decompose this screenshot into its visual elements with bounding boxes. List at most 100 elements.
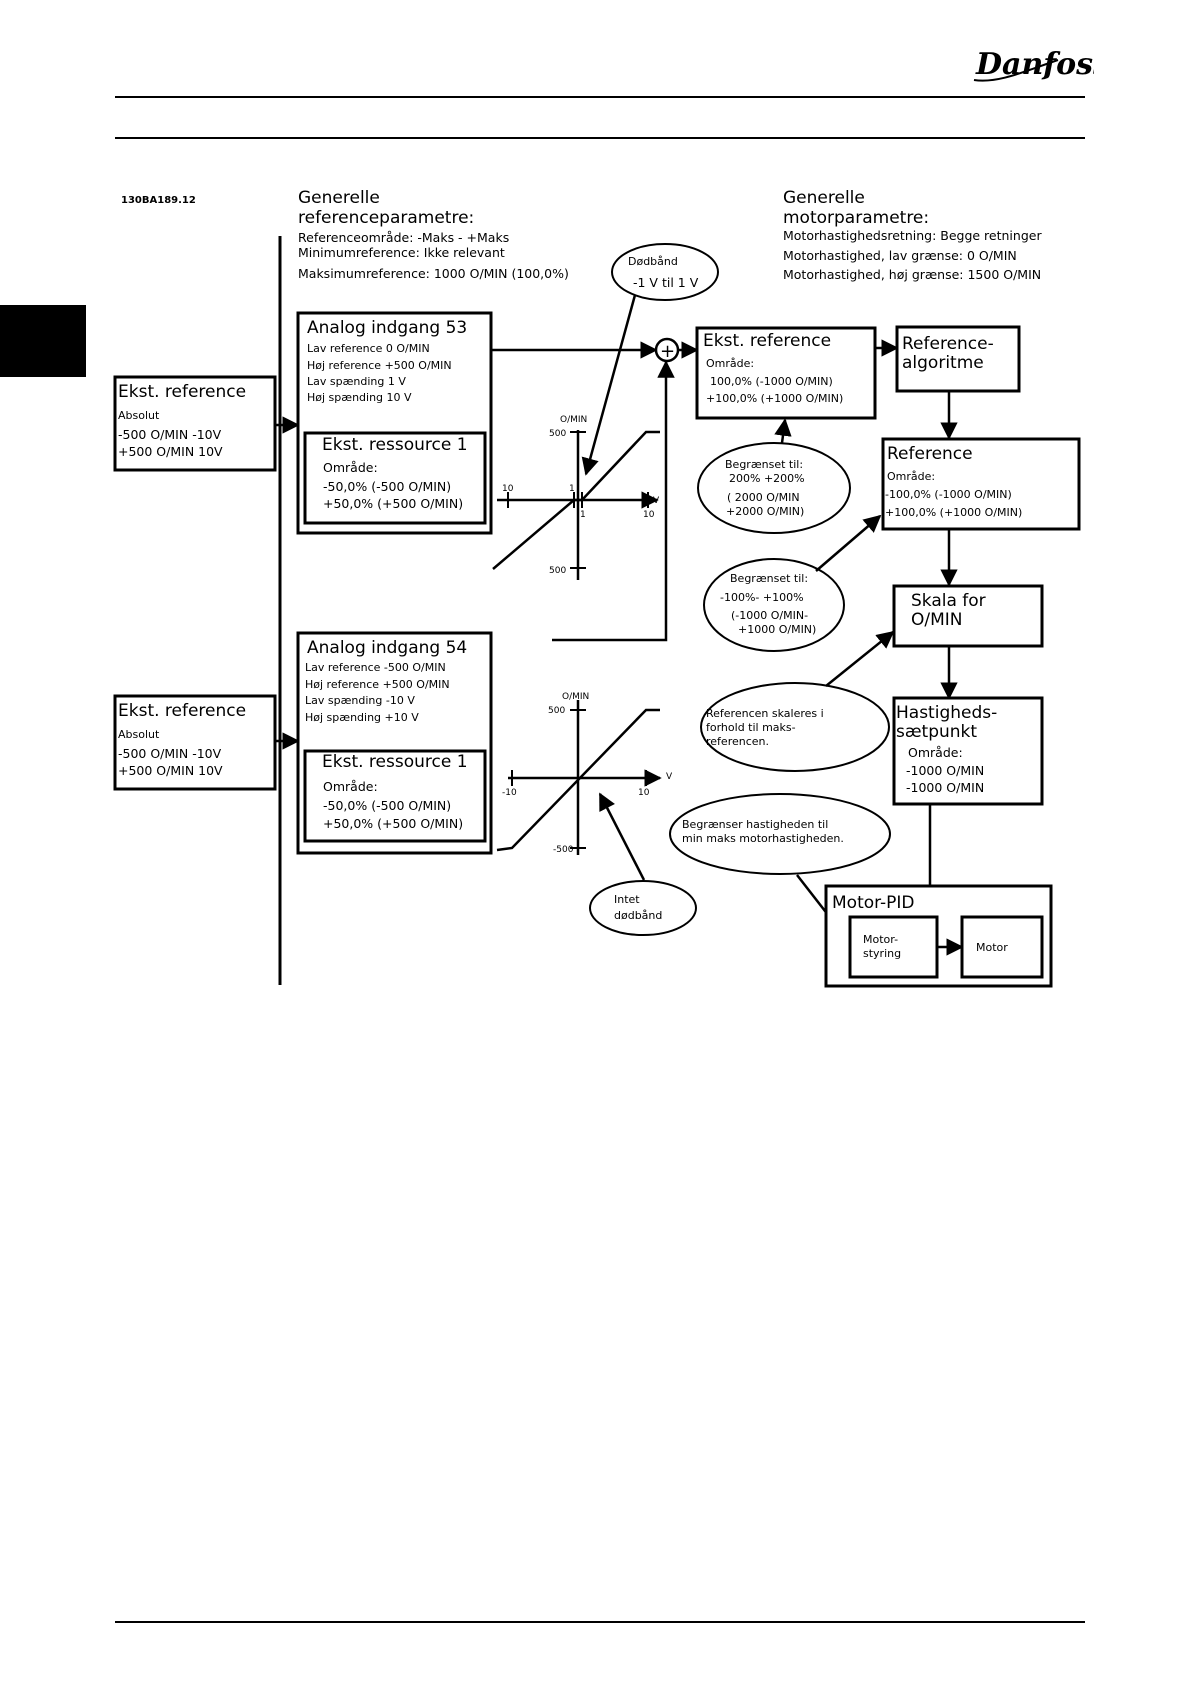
scaled-bubble: Referencen skaleres i forhold til maks- … — [700, 682, 890, 772]
limit-bubble-1: Begrænset til: 200% +200% ( 2000 O/MIN +… — [697, 442, 851, 534]
ai53-line-3: Lav spænding 1 V — [307, 375, 406, 388]
limit-speed-line-2: min maks motorhastigheden. — [682, 832, 844, 845]
analog-input-53-box: Analog indgang 53 Lav reference 0 O/MIN … — [296, 311, 493, 535]
chapter-tab-marker — [0, 305, 86, 377]
no-deadband-line-1: Intet — [614, 893, 640, 906]
general-ref-line-2: Minimumreference: Ikke relevant — [298, 245, 505, 260]
ref-algo-line-1: Reference- — [902, 334, 994, 354]
scaled-line-3: referencen. — [706, 735, 769, 748]
ext-ref-1-line-1: -500 O/MIN -10V — [118, 427, 222, 442]
ext-reference-left-1: Ekst. reference Absolut -500 O/MIN -10V … — [113, 375, 277, 472]
motor-control-line-1: Motor- — [863, 933, 898, 946]
ai53-resource-line-3: +50,0% (+500 O/MIN) — [323, 496, 463, 511]
summing-symbol: + — [660, 341, 675, 362]
graph1-one-b: 1 — [580, 510, 586, 520]
ai54-line-2: Høj reference +500 O/MIN — [305, 678, 450, 691]
graph1-y-top: 500 — [549, 429, 566, 439]
ext-reference-left-2: Ekst. reference Absolut -500 O/MIN -10V … — [113, 694, 277, 791]
graph1-y-bottom: 500 — [549, 566, 566, 576]
ai53-resource-title: Ekst. ressource 1 — [322, 435, 468, 455]
ext-ref-box-line-2: 100,0% (-1000 O/MIN) — [710, 375, 833, 388]
deadband-bubble: Dødbånd -1 V til 1 V — [611, 243, 719, 301]
limit-2-line-4: +1000 O/MIN) — [738, 623, 816, 636]
reference-box: Reference Område: -100,0% (-1000 O/MIN) … — [881, 437, 1081, 531]
no-deadband-bubble: Intet dødbånd — [589, 880, 697, 936]
motor-control-box — [848, 915, 939, 979]
figure-code: 130BA189.12 — [121, 195, 196, 206]
danfoss-logo: Danfoss — [973, 47, 1094, 82]
general-reference-params: Generelle referenceparametre: Referenceo… — [298, 188, 569, 281]
ext-ref-2-line-2: +500 O/MIN 10V — [118, 763, 223, 778]
motor-pid-title: Motor-PID — [832, 893, 915, 913]
ai54-line-4: Høj spænding +10 V — [305, 711, 419, 724]
reference-algorithm-box: Reference- algoritme — [895, 325, 1021, 393]
reference-line-1: Område: — [887, 470, 935, 483]
limit-speed-line-1: Begrænser hastigheden til — [682, 818, 828, 831]
speed-line-5: -1000 O/MIN — [906, 780, 984, 795]
deadband-title: Dødbånd — [628, 255, 678, 268]
graph1-one-a: 1 — [569, 484, 575, 494]
motor-box — [960, 915, 1044, 979]
graph2-y-label: O/MIN — [562, 692, 589, 702]
motor-label: Motor — [976, 941, 1008, 954]
general-motor-line-3: Motorhastighed, høj grænse: 1500 O/MIN — [783, 267, 1041, 282]
scaled-line-1: Referencen skaleres i — [706, 707, 824, 720]
header-rule-bottom — [115, 137, 1085, 139]
ext-ref-box-title: Ekst. reference — [703, 331, 831, 351]
scaled-pointer — [825, 630, 895, 687]
ai53-resource-line-1: Område: — [323, 460, 378, 475]
ai53-line-1: Lav reference 0 O/MIN — [307, 342, 430, 355]
speed-setpoint-box: Hastigheds- sætpunkt Område: -1000 O/MIN… — [892, 696, 1044, 806]
graph2-x-right: 10 — [638, 788, 650, 798]
ext-ref-box-line-1: Område: — [706, 357, 754, 370]
graph-ai54: O/MIN 500 -500 -10 10 V — [496, 692, 673, 855]
graph1-x-right: 10 — [643, 510, 655, 520]
general-ref-title-2: referenceparametre: — [298, 208, 474, 228]
ext-ref-2-mode: Absolut — [118, 728, 160, 741]
ai53-title: Analog indgang 53 — [307, 318, 467, 338]
ai54-title: Analog indgang 54 — [307, 638, 467, 658]
graph2-curve — [496, 708, 660, 852]
ai54-resource-title: Ekst. ressource 1 — [322, 752, 468, 772]
ref-algo-line-2: algoritme — [902, 353, 984, 373]
footer-rule — [115, 1621, 1085, 1623]
motor-pid-block: Motor-PID Motor- styring Motor — [824, 884, 1053, 988]
ai53-resource-line-2: -50,0% (-500 O/MIN) — [323, 479, 451, 494]
graph2-x-unit: V — [666, 772, 673, 782]
ai53-line-4: Høj spænding 10 V — [307, 391, 412, 404]
general-motor-params: Generelle motorparametre: Motorhastighed… — [783, 188, 1042, 282]
graph1-y-label: O/MIN — [560, 415, 587, 425]
graph1-x-left: 10 — [502, 484, 514, 494]
scale-line-2: O/MIN — [911, 610, 963, 630]
ai53-line-2: Høj reference +500 O/MIN — [307, 359, 452, 372]
motor-control-line-2: styring — [863, 947, 901, 960]
no-deadband-pointer — [598, 792, 646, 881]
general-motor-title-1: Generelle — [783, 188, 865, 208]
ext-ref-1-title: Ekst. reference — [118, 382, 246, 402]
graph1-x-unit: V — [653, 496, 660, 506]
deadband-pointer — [581, 294, 637, 476]
reference-line-2: -100,0% (-1000 O/MIN) — [885, 488, 1012, 501]
speed-line-2: sætpunkt — [896, 722, 977, 742]
scale-line-1: Skala for — [911, 591, 986, 611]
general-ref-line-1: Referenceområde: -Maks - +Maks — [298, 230, 509, 245]
reference-line-3: +100,0% (+1000 O/MIN) — [885, 506, 1022, 519]
speed-line-1: Hastigheds- — [896, 703, 997, 723]
limit-1-line-3: ( 2000 O/MIN — [727, 491, 800, 504]
limit-1-line-4: +2000 O/MIN) — [726, 505, 804, 518]
ai54-line-1: Lav reference -500 O/MIN — [305, 661, 446, 674]
graph2-y-bottom: -500 — [553, 845, 574, 855]
limit-2-line-3: (-1000 O/MIN- — [731, 609, 808, 622]
scale-box: Skala for O/MIN — [892, 584, 1044, 648]
limit-bubble-2: Begrænset til: -100%- +100% (-1000 O/MIN… — [703, 558, 845, 652]
brand-logo-text: Danfoss — [975, 47, 1094, 82]
ext-ref-1-line-2: +500 O/MIN 10V — [118, 444, 223, 459]
speed-line-3: Område: — [908, 745, 963, 760]
limit-1-pointer — [774, 418, 792, 444]
general-ref-title-1: Generelle — [298, 188, 380, 208]
ext-ref-2-title: Ekst. reference — [118, 701, 246, 721]
header-rule-top — [115, 96, 1085, 98]
ai54-line-3: Lav spænding -10 V — [305, 694, 415, 707]
ai54-resource-line-3: +50,0% (+500 O/MIN) — [323, 816, 463, 831]
